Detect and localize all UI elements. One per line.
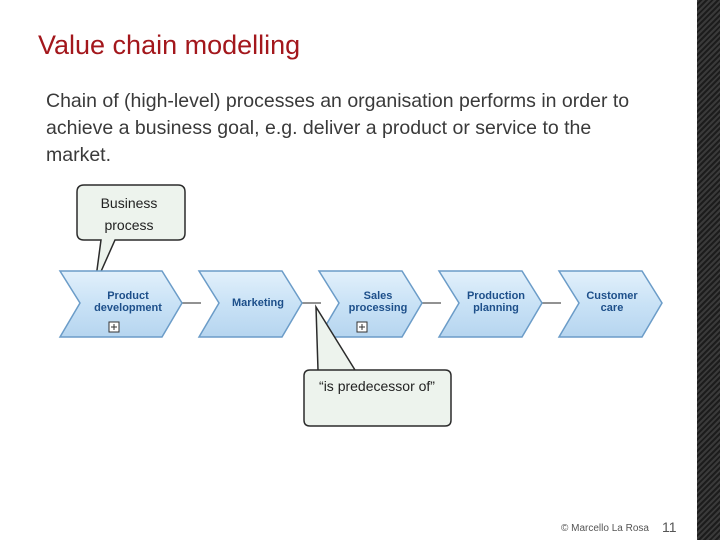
slide: Value chain modelling Chain of (high-lev… [38, 30, 677, 535]
page-number: 11 [662, 519, 677, 535]
value-chain-diagram [58, 184, 663, 427]
callout-business-process: Business process [100, 195, 158, 233]
chevron-product-development [58, 270, 183, 338]
process-label-marketing: Marketing [232, 297, 284, 309]
footer-credit: © Marcello La Rosa [561, 523, 649, 534]
slide-title: Value chain modelling [38, 30, 301, 60]
chevron-sales-processing [317, 270, 423, 338]
plus-box-icon [108, 321, 120, 333]
process-label-production-planning: Production planning [466, 290, 526, 314]
chevron-customer-care [557, 270, 663, 338]
process-label-sales-processing: Sales processing [348, 290, 408, 314]
plus-box-icon [356, 321, 368, 333]
chevron-marketing [197, 270, 303, 338]
slide-description: Chain of (high-level) processes an organ… [46, 90, 630, 166]
process-label-product-development: Product development [94, 290, 162, 314]
chevron-production-planning [437, 270, 543, 338]
process-label-customer-care: Customer care [586, 290, 638, 314]
callout-business-process-shape [76, 184, 186, 286]
callout-is-predecessor-of-shape [303, 304, 452, 427]
callout-is-predecessor-of: “is predecessor of” [319, 378, 435, 394]
decorative-side-border [697, 0, 720, 540]
